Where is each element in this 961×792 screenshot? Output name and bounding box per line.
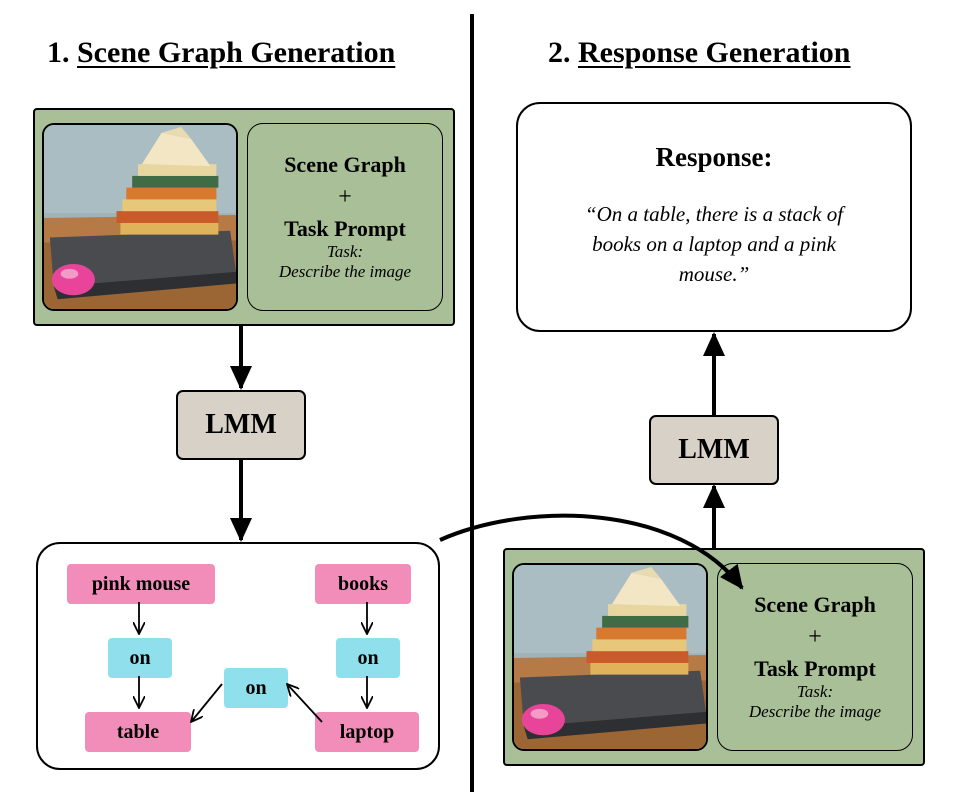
section-divider [470,14,474,792]
scene-graph-label: Scene Graph [284,152,406,177]
task-line-2: Describe the image [748,702,882,721]
node-on-left: on [108,638,172,678]
plus-sign: + [338,184,352,210]
task-prompt-label: Task Prompt [284,216,406,241]
plus-sign: + [808,624,822,650]
books-laptop-mouse-image [44,125,236,309]
right-lmm-box: LMM [649,415,779,485]
left-heading-number: 1. [47,36,70,69]
task-line-2: Describe the image [278,262,412,281]
left-input-image [42,123,238,311]
scene-graph-label: Scene Graph [754,592,876,617]
task-line-1: Task: [796,682,834,701]
left-heading: 1. Scene Graph Generation [47,36,395,70]
task-prompt-label: Task Prompt [754,656,876,681]
node-on-right: on [336,638,400,678]
right-input-panel: Scene Graph + Task Prompt Task: Describe… [503,548,925,766]
node-table: table [85,712,191,752]
right-prompt-box: Scene Graph + Task Prompt Task: Describe… [717,563,913,751]
right-heading: 2. Response Generation [548,36,851,70]
right-heading-title: Response Generation [578,36,851,69]
left-lmm-box: LMM [176,390,306,460]
scene-graph-box: pink mouse books on on on table laptop [36,542,440,770]
node-on-middle: on [224,668,288,708]
response-title: Response: [655,142,773,172]
task-line-1: Task: [326,242,364,261]
node-laptop: laptop [315,712,419,752]
node-books: books [315,564,411,604]
response-box: Response: “On a table, there is a stack … [516,102,912,332]
node-pink-mouse: pink mouse [67,564,215,604]
books-laptop-mouse-image [514,565,706,749]
left-heading-title: Scene Graph Generation [77,36,396,69]
left-prompt-box: Scene Graph + Task Prompt Task: Describe… [247,123,443,311]
right-heading-number: 2. [548,36,571,69]
right-input-image [512,563,708,751]
left-input-panel: Scene Graph + Task Prompt Task: Describe… [33,108,455,326]
response-text: “On a table, there is a stack of books o… [584,202,844,286]
